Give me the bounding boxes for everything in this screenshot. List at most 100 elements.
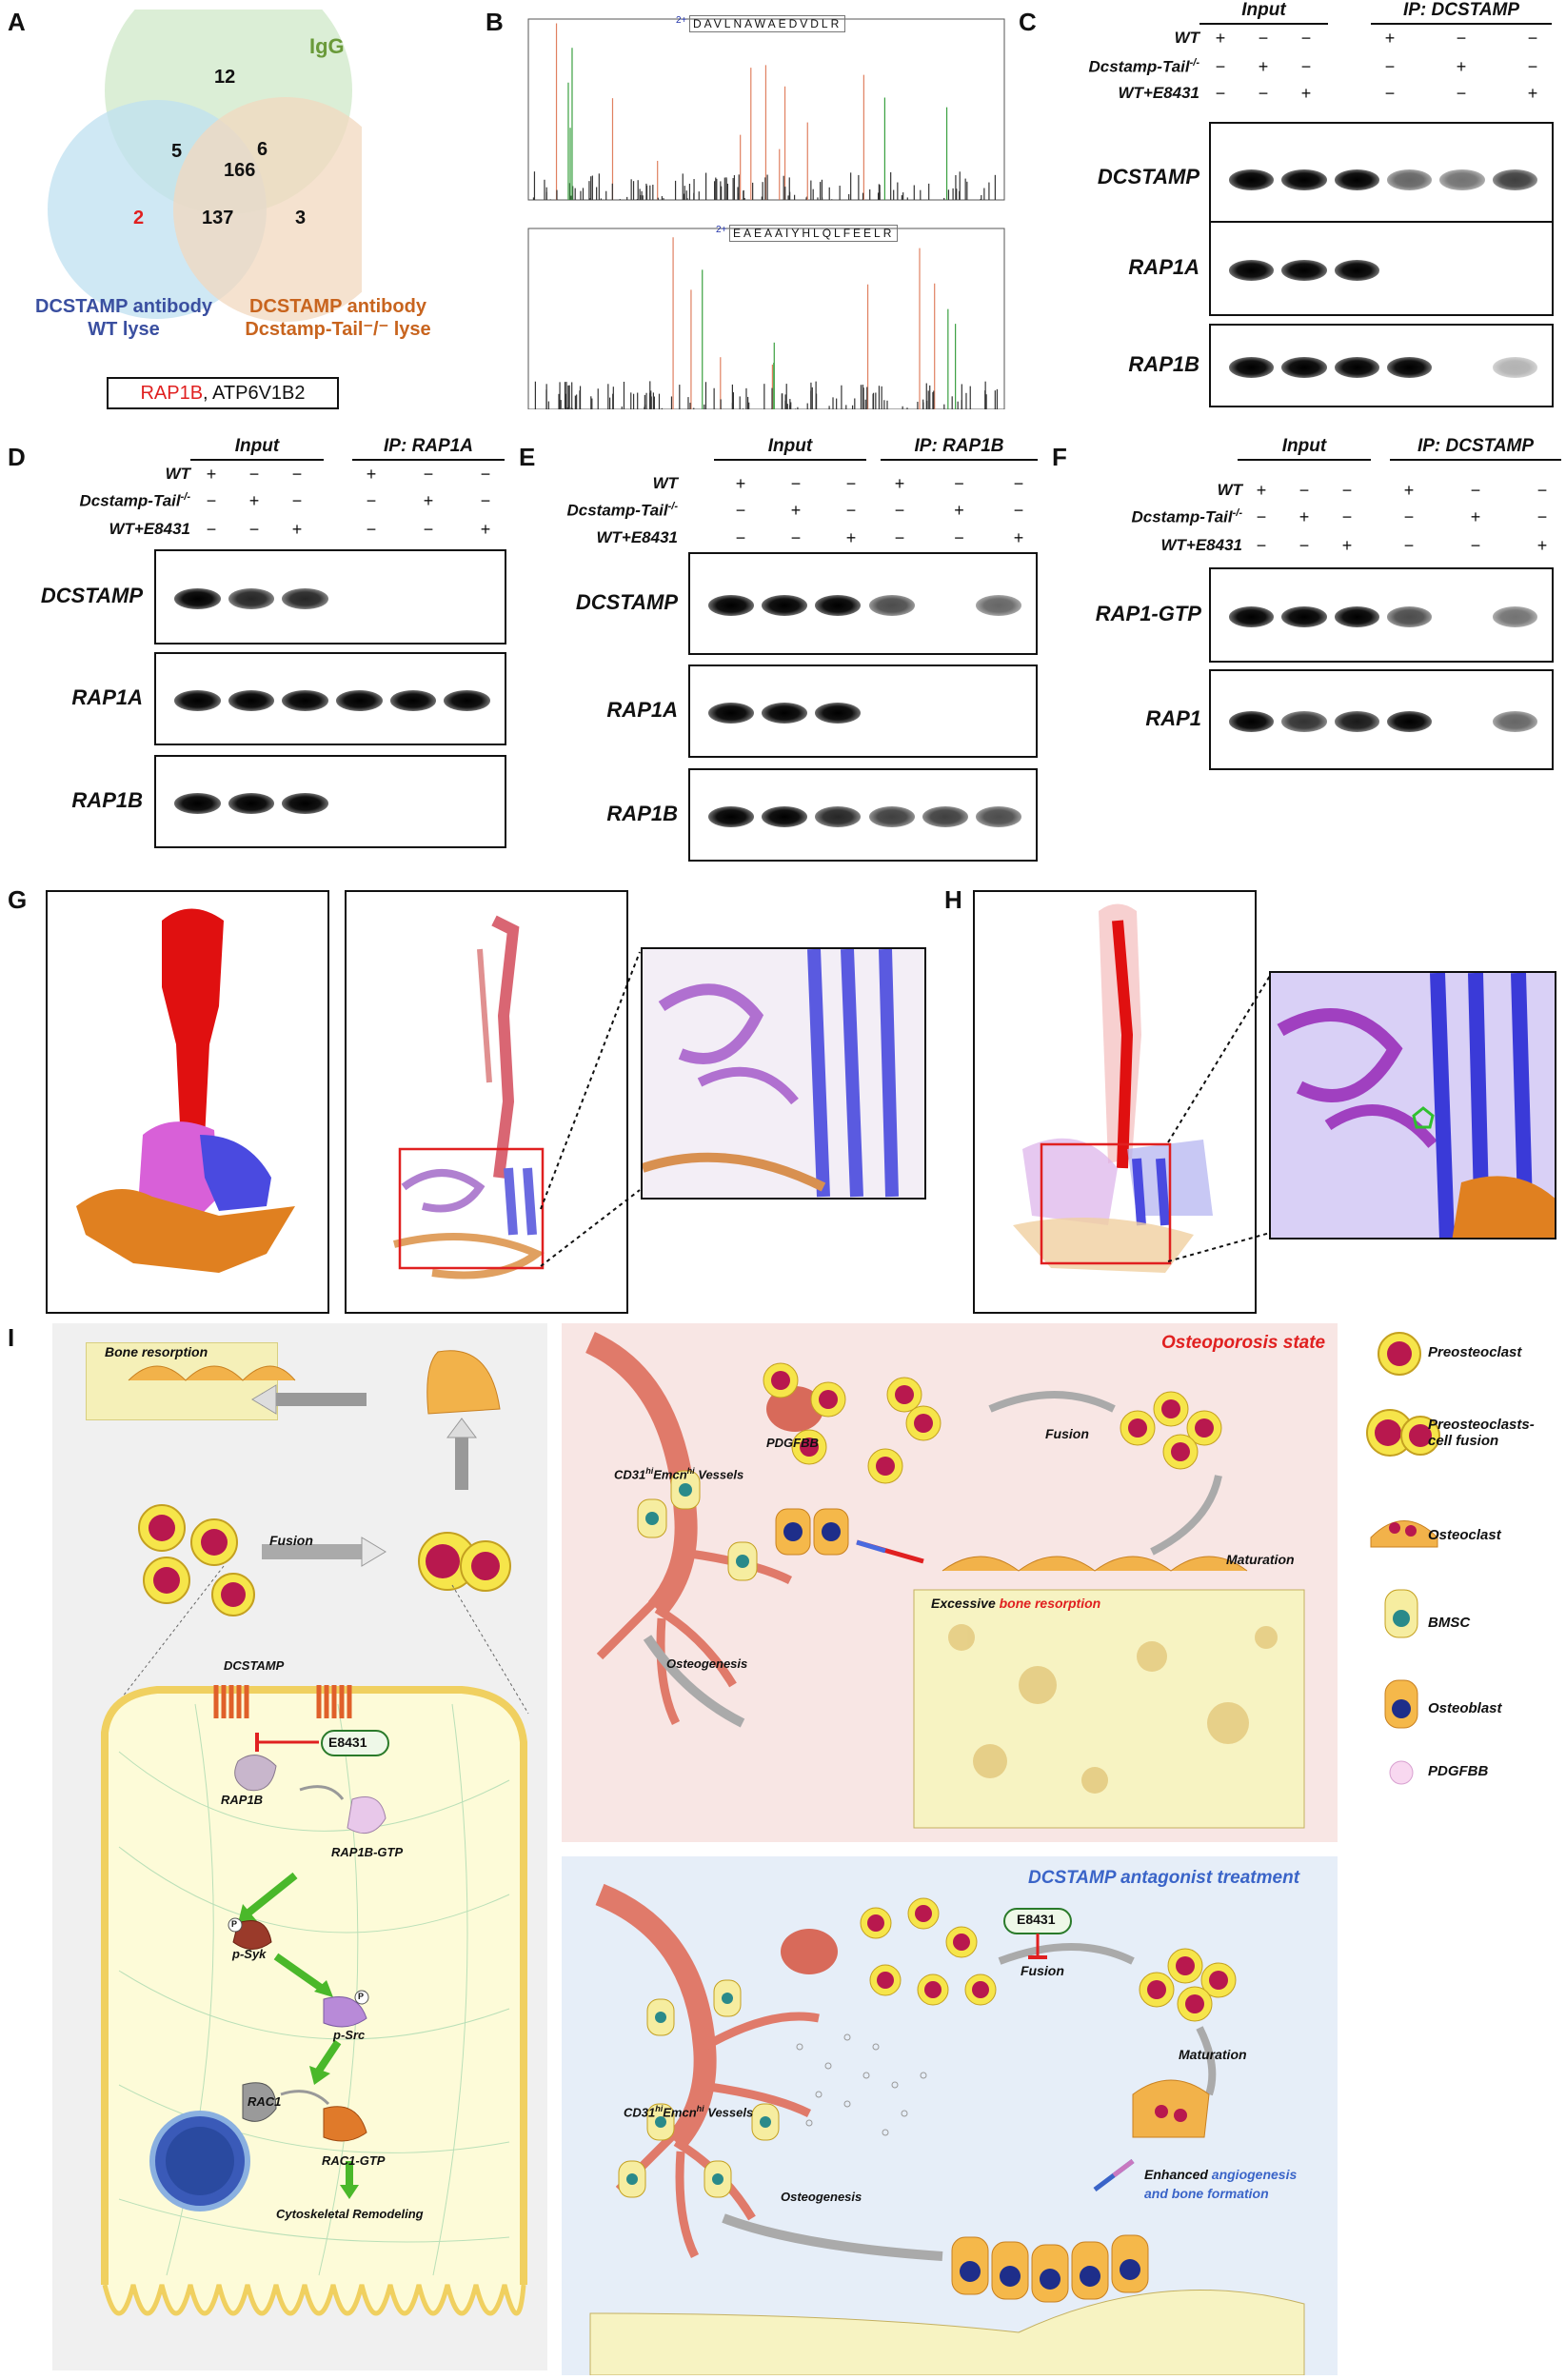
lane-sign: + bbox=[480, 520, 491, 539]
antagonist-drawing bbox=[589, 1883, 1305, 2375]
lane-sign: + bbox=[366, 465, 377, 484]
blot-band bbox=[389, 690, 437, 711]
panel-label-g: G bbox=[8, 885, 28, 914]
blot-box-d-1 bbox=[154, 549, 506, 645]
blot-label-f-1: RAP1-GTP bbox=[1095, 602, 1201, 625]
lane-sign: − bbox=[291, 491, 303, 510]
lane-sign: + bbox=[1456, 57, 1467, 76]
blot-band bbox=[868, 595, 915, 616]
lane-sign: − bbox=[1341, 481, 1353, 500]
venn-label-tail: DCSTAMP antibody Dcstamp-Tail⁻/⁻ lyse bbox=[228, 295, 447, 341]
ip-line-e bbox=[881, 459, 1038, 461]
zoom-render-h bbox=[1271, 973, 1555, 1238]
rap1b-label: RAP1B bbox=[221, 1793, 264, 1807]
lane-sign: − bbox=[1470, 536, 1481, 555]
ms-spectrum-1 bbox=[527, 18, 1005, 201]
venn-label-tail-line2: Dcstamp-Tail⁻/⁻ lyse bbox=[245, 319, 431, 340]
blot-band bbox=[1334, 606, 1379, 627]
lane-sign: + bbox=[1536, 536, 1548, 555]
ms-spectrum-2 bbox=[527, 228, 1005, 409]
legend-fusion: Preosteoclasts-cell fusion bbox=[1428, 1417, 1535, 1449]
lane-sign: − bbox=[1300, 57, 1312, 76]
blot-band bbox=[922, 806, 968, 827]
blot-label-c-3: RAP1B bbox=[1128, 352, 1199, 376]
lane-sign: − bbox=[1527, 57, 1538, 76]
venn-label-wt-line1: DCSTAMP antibody bbox=[35, 296, 212, 317]
e8431-label-antagonist: E8431 bbox=[1017, 1912, 1056, 1927]
input-header-f: Input bbox=[1281, 436, 1327, 456]
surface-render bbox=[76, 908, 295, 1273]
input-header-e: Input bbox=[767, 436, 813, 456]
blot-band bbox=[1492, 169, 1537, 190]
lane-sign: − bbox=[1215, 57, 1226, 76]
blot-band bbox=[1229, 169, 1275, 190]
blot-band bbox=[228, 793, 275, 814]
row-label-e-f: WT+E8431 bbox=[1160, 536, 1242, 554]
lane-sign: − bbox=[206, 491, 217, 510]
blot-band bbox=[1229, 606, 1275, 627]
lane-sign: + bbox=[206, 465, 217, 484]
ip-line-d bbox=[352, 459, 505, 461]
osteogenesis-label-1: Osteogenesis bbox=[666, 1656, 748, 1671]
blot-label-c-2: RAP1A bbox=[1128, 255, 1199, 279]
lane-sign: − bbox=[480, 465, 491, 484]
row-label-wt-d: WT bbox=[165, 465, 190, 483]
enhanced-label: Enhanced angiogenesis and bone formation bbox=[1144, 2167, 1298, 2201]
fusion-label-osteoporosis: Fusion bbox=[1045, 1426, 1089, 1441]
blot-band bbox=[1281, 169, 1327, 190]
zoom-lines-g bbox=[540, 951, 641, 1267]
pdgfbb-label-1: PDGFBB bbox=[766, 1436, 819, 1450]
input-header-c: Input bbox=[1241, 0, 1286, 20]
vessels-label-1: CD31hiEmcnhi Vessels bbox=[614, 1466, 744, 1482]
lane-sign: − bbox=[423, 520, 434, 539]
blot-box-e-2 bbox=[688, 664, 1038, 758]
legend-osteoblast: Osteoblast bbox=[1428, 1700, 1502, 1716]
cytoskeletal-remodeling-label: Cytoskeletal Remodeling bbox=[276, 2207, 424, 2221]
lane-sign: − bbox=[790, 528, 802, 547]
blot-band bbox=[815, 806, 862, 827]
venn-count-all: 166 bbox=[224, 160, 256, 181]
ip-header-f: IP: DCSTAMP bbox=[1417, 436, 1535, 456]
ms-spectra bbox=[527, 18, 1005, 409]
panel-label-i: I bbox=[8, 1323, 15, 1352]
ribbon-render bbox=[393, 915, 545, 1279]
lane-sign: − bbox=[845, 474, 857, 493]
lane-sign: − bbox=[1298, 536, 1310, 555]
blot-band bbox=[174, 588, 221, 609]
blot-label-f-2: RAP1 bbox=[1145, 706, 1201, 730]
row-label-wt-e: WT bbox=[652, 474, 678, 492]
blot-band bbox=[762, 806, 808, 827]
panel-label-a: A bbox=[8, 8, 26, 36]
blot-label-d-2: RAP1A bbox=[71, 685, 143, 709]
blot-band bbox=[1492, 711, 1537, 732]
venn-result-red: RAP1B bbox=[140, 383, 204, 404]
structure-zoom-h bbox=[1269, 971, 1556, 1240]
lane-sign: − bbox=[366, 520, 377, 539]
legend-bmsc: BMSC bbox=[1428, 1615, 1471, 1631]
maturation-label-osteoporosis: Maturation bbox=[1226, 1552, 1295, 1567]
ip-line-f bbox=[1390, 459, 1561, 461]
lane-sign: − bbox=[1470, 481, 1481, 500]
lane-sign: − bbox=[1215, 84, 1226, 103]
lane-sign: + bbox=[1258, 57, 1269, 76]
blot-band bbox=[282, 793, 328, 814]
lane-sign: − bbox=[291, 465, 303, 484]
venn-count-tail-only: 3 bbox=[295, 208, 307, 228]
blot-label-e-1: DCSTAMP bbox=[575, 590, 678, 614]
lane-sign: + bbox=[1470, 507, 1481, 526]
zoom-lines-h bbox=[1167, 975, 1271, 1262]
blot-band bbox=[762, 703, 808, 724]
lane-sign: + bbox=[1013, 528, 1024, 547]
lane-sign: − bbox=[1403, 507, 1415, 526]
blot-band bbox=[1229, 357, 1275, 378]
bone-block-top bbox=[86, 1342, 278, 1420]
venn-count-igg-only: 12 bbox=[214, 67, 236, 88]
legend-preosteoclast: Preosteoclast bbox=[1428, 1344, 1522, 1360]
ip-header-e: IP: RAP1B bbox=[914, 436, 1004, 456]
structure-zoom-g bbox=[641, 947, 926, 1200]
blot-band bbox=[1281, 711, 1327, 732]
ms-charge-2: 2+ bbox=[716, 225, 727, 235]
blot-band bbox=[444, 690, 490, 711]
blot-band bbox=[1439, 169, 1485, 190]
mechanism-drawing bbox=[101, 1350, 529, 2316]
